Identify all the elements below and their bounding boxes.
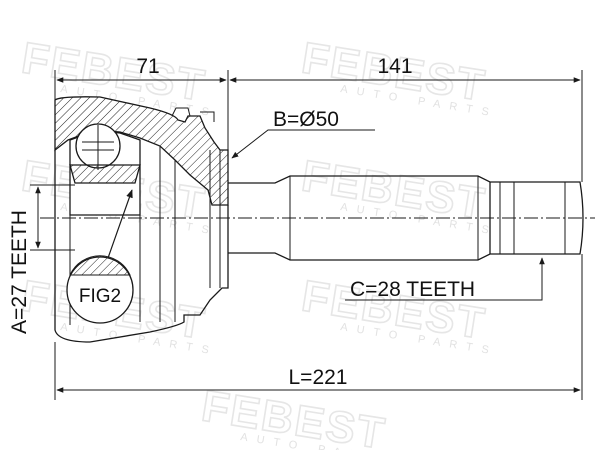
boot-clip	[200, 111, 215, 122]
fig2-label: FIG2	[79, 286, 121, 307]
dim-c-leader	[345, 257, 545, 301]
dim-c-label: C=28 TEETH	[350, 278, 475, 301]
dim-l-label: L=221	[289, 366, 348, 389]
boot-band-top	[171, 107, 191, 117]
dim-a-label: A=27 TEETH	[8, 210, 31, 334]
shaft	[228, 175, 584, 261]
dim-141-label: 141	[377, 55, 412, 78]
housing-neck	[209, 150, 221, 288]
dimensions	[30, 70, 583, 400]
joint-housing	[54, 96, 229, 343]
shaft-outline	[228, 175, 584, 261]
housing-inner-lines	[69, 140, 176, 325]
ball-axis-marks	[82, 125, 114, 170]
fig2-leader	[107, 189, 133, 259]
dim-b-label: B=Ø50	[273, 108, 339, 131]
housing-outline-lower	[54, 150, 229, 343]
dim-b-leader	[231, 129, 375, 159]
watermark-layer: FEBEST AUTO PARTS FEBEST AUTO PARTS FEBE…	[18, 33, 499, 450]
fig2-hatch	[69, 255, 131, 276]
dim-71-label: 71	[136, 55, 159, 78]
race-section	[69, 164, 141, 184]
fig2-callout: FIG2	[66, 189, 134, 324]
